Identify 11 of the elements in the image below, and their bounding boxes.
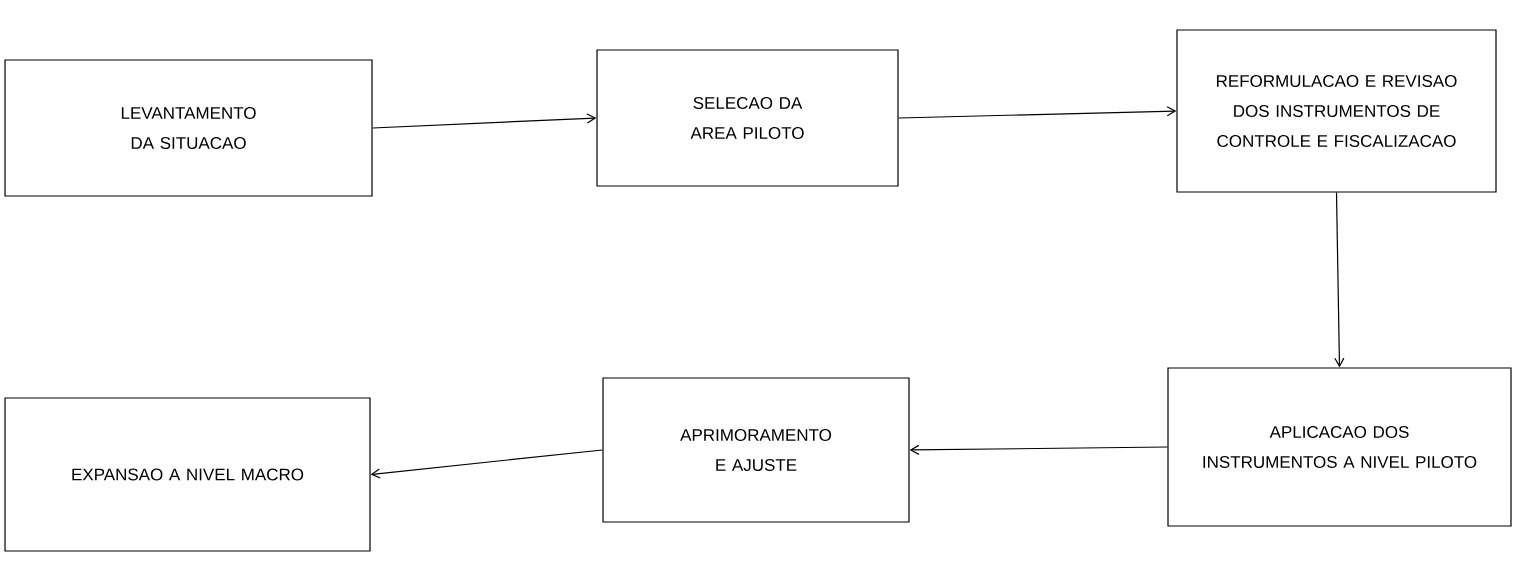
process-box: SELECAO DA AREA PILOTO (596, 49, 899, 187)
arrow (898, 106, 1177, 119)
process-box: LEVANTAMENTO DA SITUACAO (4, 59, 373, 197)
process-box: EXPANSAO A NIVEL MACRO (4, 397, 371, 552)
arrow (372, 113, 597, 129)
process-box: APLICACAO DOS INSTRUMENTOS A NIVEL PILOTO (1167, 367, 1512, 527)
arrow (909, 444, 1168, 455)
process-box: APRIMORAMENTO E AJUSTE (602, 377, 910, 523)
arrow (370, 449, 603, 479)
arrow (1334, 192, 1345, 368)
process-box: REFORMULACAO E REVISAO DOS INSTRUMENTOS DE CONTROLE E FISCALIZACAO (1176, 29, 1497, 193)
